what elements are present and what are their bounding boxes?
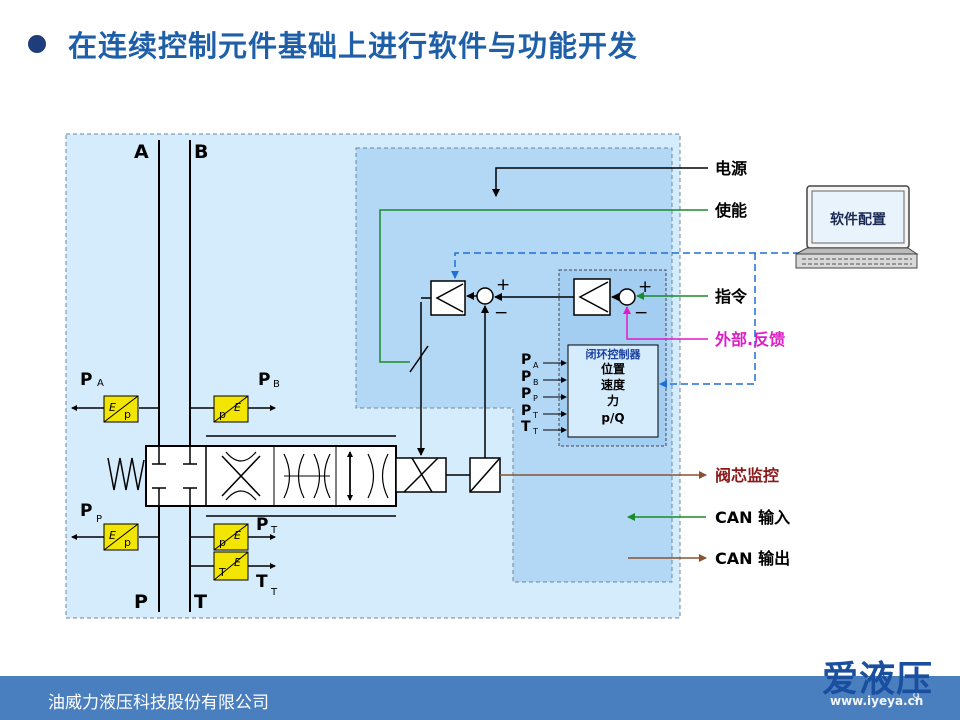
sensor-pb: p E P B [190, 370, 280, 423]
can-output-label: CAN 输出 [715, 549, 790, 568]
port-t-label: T [194, 591, 207, 613]
logo-url: www.iyeya.cn [830, 694, 924, 708]
svg-text:P: P [258, 370, 270, 390]
spool-monitor-label: 阀芯监控 [715, 466, 779, 485]
sensor-pp: E p P P [71, 501, 159, 551]
svg-text:位置: 位置 [601, 361, 625, 376]
inner-plus: + [638, 277, 652, 297]
svg-text:A: A [97, 378, 104, 389]
svg-text:E: E [234, 529, 241, 542]
inner-summing-junction [618, 288, 636, 306]
brand-logo: 爱液压 www.iyeya.cn [822, 650, 956, 716]
enable-label: 使能 [714, 201, 747, 220]
spring-icon [107, 457, 145, 491]
svg-text:E: E [109, 529, 116, 542]
power-signal-line [492, 167, 708, 197]
svg-text:P: P [521, 352, 531, 368]
svg-text:E: E [109, 401, 116, 414]
svg-text:p: p [124, 536, 131, 549]
closed-loop-controller: 闭环控制器 位置 速度 力 p/Q [567, 344, 659, 438]
svg-text:E: E [234, 556, 241, 569]
svg-text:T: T [532, 411, 538, 420]
svg-text:P: P [521, 403, 531, 419]
electronics-area [355, 147, 673, 583]
svg-text:P: P [80, 370, 92, 390]
software-config-link [451, 252, 800, 279]
svg-text:p: p [124, 408, 131, 421]
power-label: 电源 [715, 159, 747, 178]
svg-text:T: T [256, 572, 268, 592]
bullet-icon [28, 35, 46, 53]
enable-switch [409, 345, 429, 373]
sensor-pt: p E P T [190, 515, 278, 551]
svg-text:p: p [219, 408, 226, 421]
page-number: 9 [912, 690, 920, 704]
outer-minus: − [494, 303, 508, 323]
svg-text:T: T [218, 566, 226, 579]
svg-text:P: P [256, 515, 268, 535]
command-label: 指令 [715, 287, 748, 306]
outer-summing-junction [476, 287, 494, 305]
page-title: 在连续控制元件基础上进行软件与功能开发 [68, 29, 639, 63]
power-amplifier [430, 280, 466, 316]
controller-amplifier [573, 278, 611, 316]
external-feedback-label: 外部.反馈 [714, 330, 785, 349]
svg-text:T: T [521, 419, 531, 435]
position-sensor [469, 457, 501, 493]
svg-text:T: T [270, 587, 278, 598]
svg-text:E: E [234, 401, 241, 414]
svg-text:P: P [521, 369, 531, 385]
laptop-icon: 软件配置 [795, 185, 919, 269]
port-p-label: P [134, 591, 148, 613]
svg-text:P: P [533, 394, 538, 403]
solenoid [395, 457, 470, 493]
title-row: 在连续控制元件基础上进行软件与功能开发 [28, 22, 638, 66]
hydraulic-lines [158, 140, 191, 612]
proportional-valve-spool [145, 435, 397, 517]
external-feedback-line [623, 306, 708, 340]
svg-text:T: T [270, 525, 278, 536]
svg-text:P: P [521, 386, 531, 402]
sensor-pa: E p P A [71, 370, 159, 423]
svg-text:B: B [533, 378, 539, 387]
company-name: 油威力液压科技股份有限公司 [48, 693, 269, 713]
svg-text:速度: 速度 [601, 377, 626, 392]
svg-text:力: 力 [607, 393, 619, 408]
svg-text:P: P [80, 501, 92, 521]
footer-bar: 油威力液压科技股份有限公司 9 [0, 676, 960, 720]
svg-text:p/Q: p/Q [601, 411, 624, 425]
svg-text:P: P [96, 514, 102, 525]
port-a-label: A [134, 141, 149, 163]
svg-text:p: p [219, 536, 226, 549]
svg-text:T: T [532, 427, 538, 436]
svg-text:A: A [533, 361, 539, 370]
svg-text:B: B [273, 379, 280, 390]
valve-control-diagram: A B P T E p P A p E P B E p P P [65, 133, 919, 619]
port-b-label: B [194, 141, 208, 163]
can-input-label: CAN 输入 [715, 508, 790, 527]
sensor-tt: T E T T [190, 551, 278, 598]
controller-inputs: P A P B P P P T T T [521, 352, 567, 436]
logo-text: 爱液压 [822, 659, 934, 700]
svg-text:软件配置: 软件配置 [830, 211, 886, 228]
inner-minus: − [634, 303, 648, 323]
svg-text:闭环控制器: 闭环控制器 [586, 347, 642, 361]
enable-signal-line [379, 209, 708, 363]
outer-plus: + [496, 275, 510, 295]
